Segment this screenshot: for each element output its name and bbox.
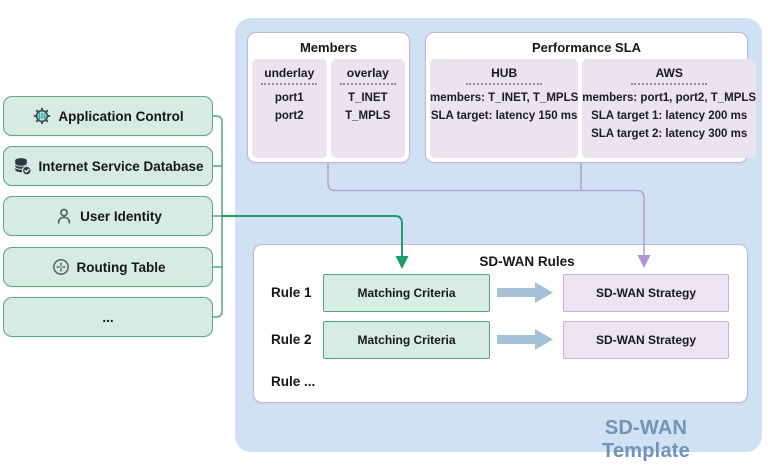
- dotted-separator: [339, 83, 396, 85]
- underlay-header: underlay: [264, 66, 315, 80]
- rule-1-matching-criteria: Matching Criteria: [323, 274, 490, 312]
- members-overlay-group: overlay T_INET T_MPLS: [330, 59, 405, 158]
- aws-header: AWS: [655, 66, 683, 80]
- left-item-more: ...: [3, 297, 213, 337]
- left-item-label: Application Control: [58, 108, 184, 124]
- members-groups: underlay port1 port2 overlay T_INET T_MP…: [248, 59, 409, 162]
- sla-aws-group: AWS members: port1, port2, T_MPLS SLA ta…: [582, 59, 757, 158]
- performance-sla-title: Performance SLA: [531, 40, 642, 55]
- dotted-separator: [631, 83, 708, 85]
- overlay-header: overlay: [346, 66, 389, 80]
- underlay-value: port1: [274, 92, 304, 104]
- left-item-application-control: Application Control: [3, 96, 213, 136]
- database-check-icon: [15, 158, 33, 176]
- dotted-separator: [466, 83, 543, 85]
- hub-header: HUB: [491, 66, 518, 80]
- members-underlay-group: underlay port1 port2: [252, 59, 327, 158]
- rule-more-label: Rule ...: [271, 374, 316, 389]
- rule-2-label: Rule 2: [271, 332, 312, 347]
- sla-hub-group: HUB members: T_INET, T_MPLS SLA target: …: [430, 59, 579, 158]
- left-item-label: Internet Service Database: [38, 158, 204, 174]
- overlay-value: T_MPLS: [345, 110, 391, 122]
- rule-1-sdwan-strategy: SD-WAN Strategy: [563, 274, 729, 312]
- rule-2-sdwan-strategy: SD-WAN Strategy: [563, 321, 729, 359]
- rule-2-matching-criteria: Matching Criteria: [323, 321, 490, 359]
- left-items-bracket: [213, 115, 223, 318]
- aws-sla-target1-value: SLA target 1: latency 200 ms: [591, 110, 748, 122]
- overlay-value: T_INET: [347, 92, 388, 104]
- hub-members-value: members: T_INET, T_MPLS: [430, 92, 579, 104]
- hub-sla-target-value: SLA target: latency 150 ms: [430, 110, 578, 122]
- rule-1-label: Rule 1: [271, 285, 312, 300]
- performance-sla-groups: HUB members: T_INET, T_MPLS SLA target: …: [426, 59, 757, 162]
- left-item-routing-table: Routing Table: [3, 247, 213, 287]
- sdwan-rules-panel: SD-WAN Rules Rule 1 Matching Criteria SD…: [253, 244, 748, 403]
- aws-members-value: members: port1, port2, T_MPLS: [582, 92, 757, 104]
- left-item-label: ...: [102, 309, 114, 325]
- gear-sliders-icon: [34, 107, 51, 125]
- left-item-user-identity: User Identity: [3, 196, 213, 236]
- aws-sla-target2-value: SLA target 2: latency 300 ms: [591, 128, 748, 140]
- left-item-label: User Identity: [80, 208, 162, 224]
- members-panel-title: Members: [299, 40, 358, 55]
- left-item-internet-service-database: Internet Service Database: [3, 146, 213, 186]
- user-icon: [57, 208, 71, 224]
- underlay-value: port2: [274, 110, 304, 122]
- routing-compass-icon: [52, 259, 69, 275]
- performance-sla-panel: Performance SLA HUB members: T_INET, T_M…: [425, 32, 757, 163]
- members-panel: Members underlay port1 port2 overlay T_I…: [247, 32, 410, 163]
- dotted-separator: [261, 83, 318, 85]
- sdwan-template-label: SD-WAN Template: [602, 417, 690, 462]
- sdwan-rules-title: SD-WAN Rules: [479, 254, 575, 269]
- left-item-label: Routing Table: [76, 259, 166, 275]
